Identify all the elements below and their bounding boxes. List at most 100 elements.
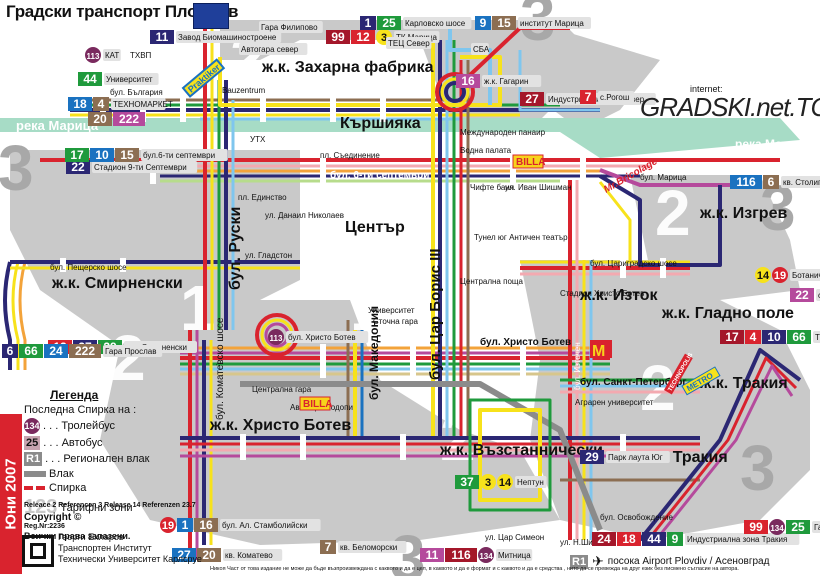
route-badge-bus [115,148,139,162]
terminal-name: Парк лаута Юг [608,453,663,462]
route-badge-bus [642,532,666,546]
route-number: 11 [426,548,439,562]
route-number: 22 [71,160,85,174]
route-badge-bus [617,532,641,546]
route-badge-bus [177,518,193,532]
route-badge-bus [377,16,401,30]
website-link[interactable]: GRADSKI.net.TC [640,92,820,122]
terminal-name: ТЕЦ Север [388,39,430,48]
terminal-name: Завод Биомашиностроене [178,33,277,42]
stop-marker [400,434,406,460]
route-number: 134 [770,524,784,533]
route-number: 99 [331,30,345,44]
route-badge-bus [475,16,491,30]
terminal-name-bg [103,345,163,357]
terminal-trakia-sever: 1741066Тракия север [720,330,820,344]
terminal-name: Индустриална зона Тракия [687,535,787,544]
route-badge-bus [763,175,779,189]
route-loop-37 [468,398,552,512]
route-number: 27 [177,548,191,562]
route-badge-bus [667,532,683,546]
route-number: 7 [585,90,592,104]
route-number: 37 [460,475,474,489]
route-number: 44 [647,532,661,546]
route-number: 9 [672,532,679,546]
route-number: 4 [98,97,105,111]
route-number: 15 [497,16,511,30]
terminal-name: Гара Тракия [814,523,820,532]
street-label: бул. Марица [640,173,687,182]
legend-item-regional-train: R1. . . Регионален влак [24,452,150,466]
route-badge-bus [326,30,350,44]
terminal-name-bg [103,49,121,61]
route-badge-bus [66,160,90,174]
terminal-name-bg [176,31,282,43]
stop-marker [320,156,326,184]
route-number: 4 [750,330,757,344]
route-badge-bus [744,520,768,534]
route-number: 113 [87,52,100,61]
stop-swatch [24,486,46,490]
terminal-name: Стадион 9-ти Септември [94,163,187,172]
stop-marker [510,156,516,184]
route-number: 3 [485,477,491,489]
district-smirnenski: ж.к. Смирненски [51,275,183,292]
route-number: 25 [382,16,396,30]
terminal-name-bg [104,73,159,85]
route-loop-3 [478,408,542,502]
terminal-gara-trakia: 9913425Гара Тракия [744,519,820,535]
billa-logo [512,154,544,169]
route-number: 14 [757,270,770,282]
route-number: 10 [767,330,781,344]
terminal-name: Гара Прослав [105,347,156,356]
terminal-name: Университет [106,75,153,84]
stop-marker [410,344,416,378]
river-label: река Марица [735,137,811,151]
district-iztok: ж.к. Изток [579,287,659,304]
route-number: 20 [93,112,107,126]
route-badge-bus [197,548,221,562]
route-bundle-tsar-boris [431,40,470,440]
street-label: бул. Пещерско шосе [50,263,127,272]
route-number: 14 [499,477,512,489]
mcdonalds-logo: M [590,340,612,360]
terminal-name-bg [781,176,820,188]
legend-item-train: Влак [24,468,204,480]
terminal-name: ж.к. Гагарин [484,77,528,86]
district-izgrev: ж.к. Изгрев [699,205,787,222]
route-badge-bus [790,288,814,302]
route-number: 99 [749,520,763,534]
route-number: 10 [95,148,109,162]
terminal-name-bg [239,43,308,55]
terminal-name: Карловско шосе [405,19,466,28]
route-badge-bus [420,548,444,562]
route-number: 24 [597,532,611,546]
internet-label: internet: [690,84,723,94]
zone-area [220,20,600,120]
route-number: 116 [451,548,471,562]
copyright-label-block: Copyright © Reg.Nr:2236 Всички права зап… [24,512,130,541]
terminal-name-bg [92,161,198,173]
zone-number: 3 [0,132,34,204]
author-university: Технически Университет Карлсруе [58,554,202,564]
route-number: 29 [585,450,599,464]
ring-tsar-boris-inner [440,77,470,107]
street-label: Водна палата [460,146,512,155]
route-badge-bus [456,74,480,88]
terminal-name-bg [141,149,228,161]
terminal-name: с.Капучина център [818,291,820,300]
street-label: Международен панаир [460,128,546,137]
terminal-name-bg [386,37,432,49]
street-label: ул. Цар Симеон [485,533,544,542]
website-block[interactable]: internet: GRADSKI.net.TC [640,84,820,123]
route-number: 17 [725,330,739,344]
